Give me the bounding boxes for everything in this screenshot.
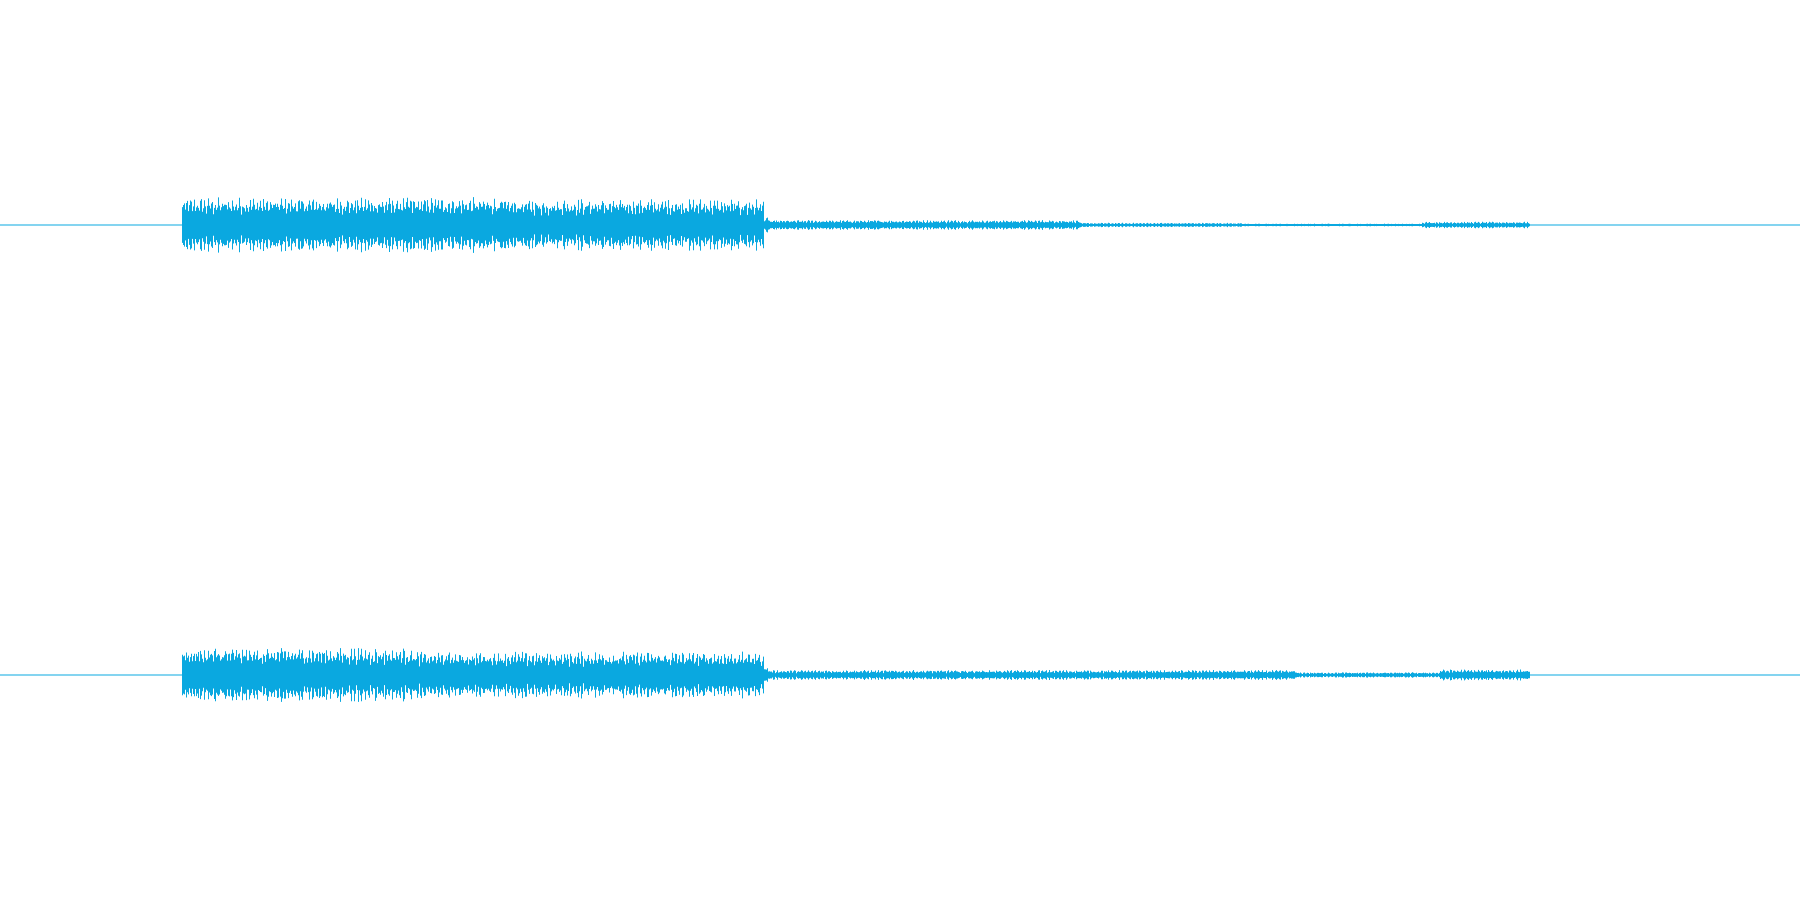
channel-2-waveform <box>0 648 1800 702</box>
channel-1-waveform <box>0 197 1800 253</box>
channel-waveform-path <box>182 648 1530 702</box>
channel-waveform-path <box>182 197 1530 253</box>
